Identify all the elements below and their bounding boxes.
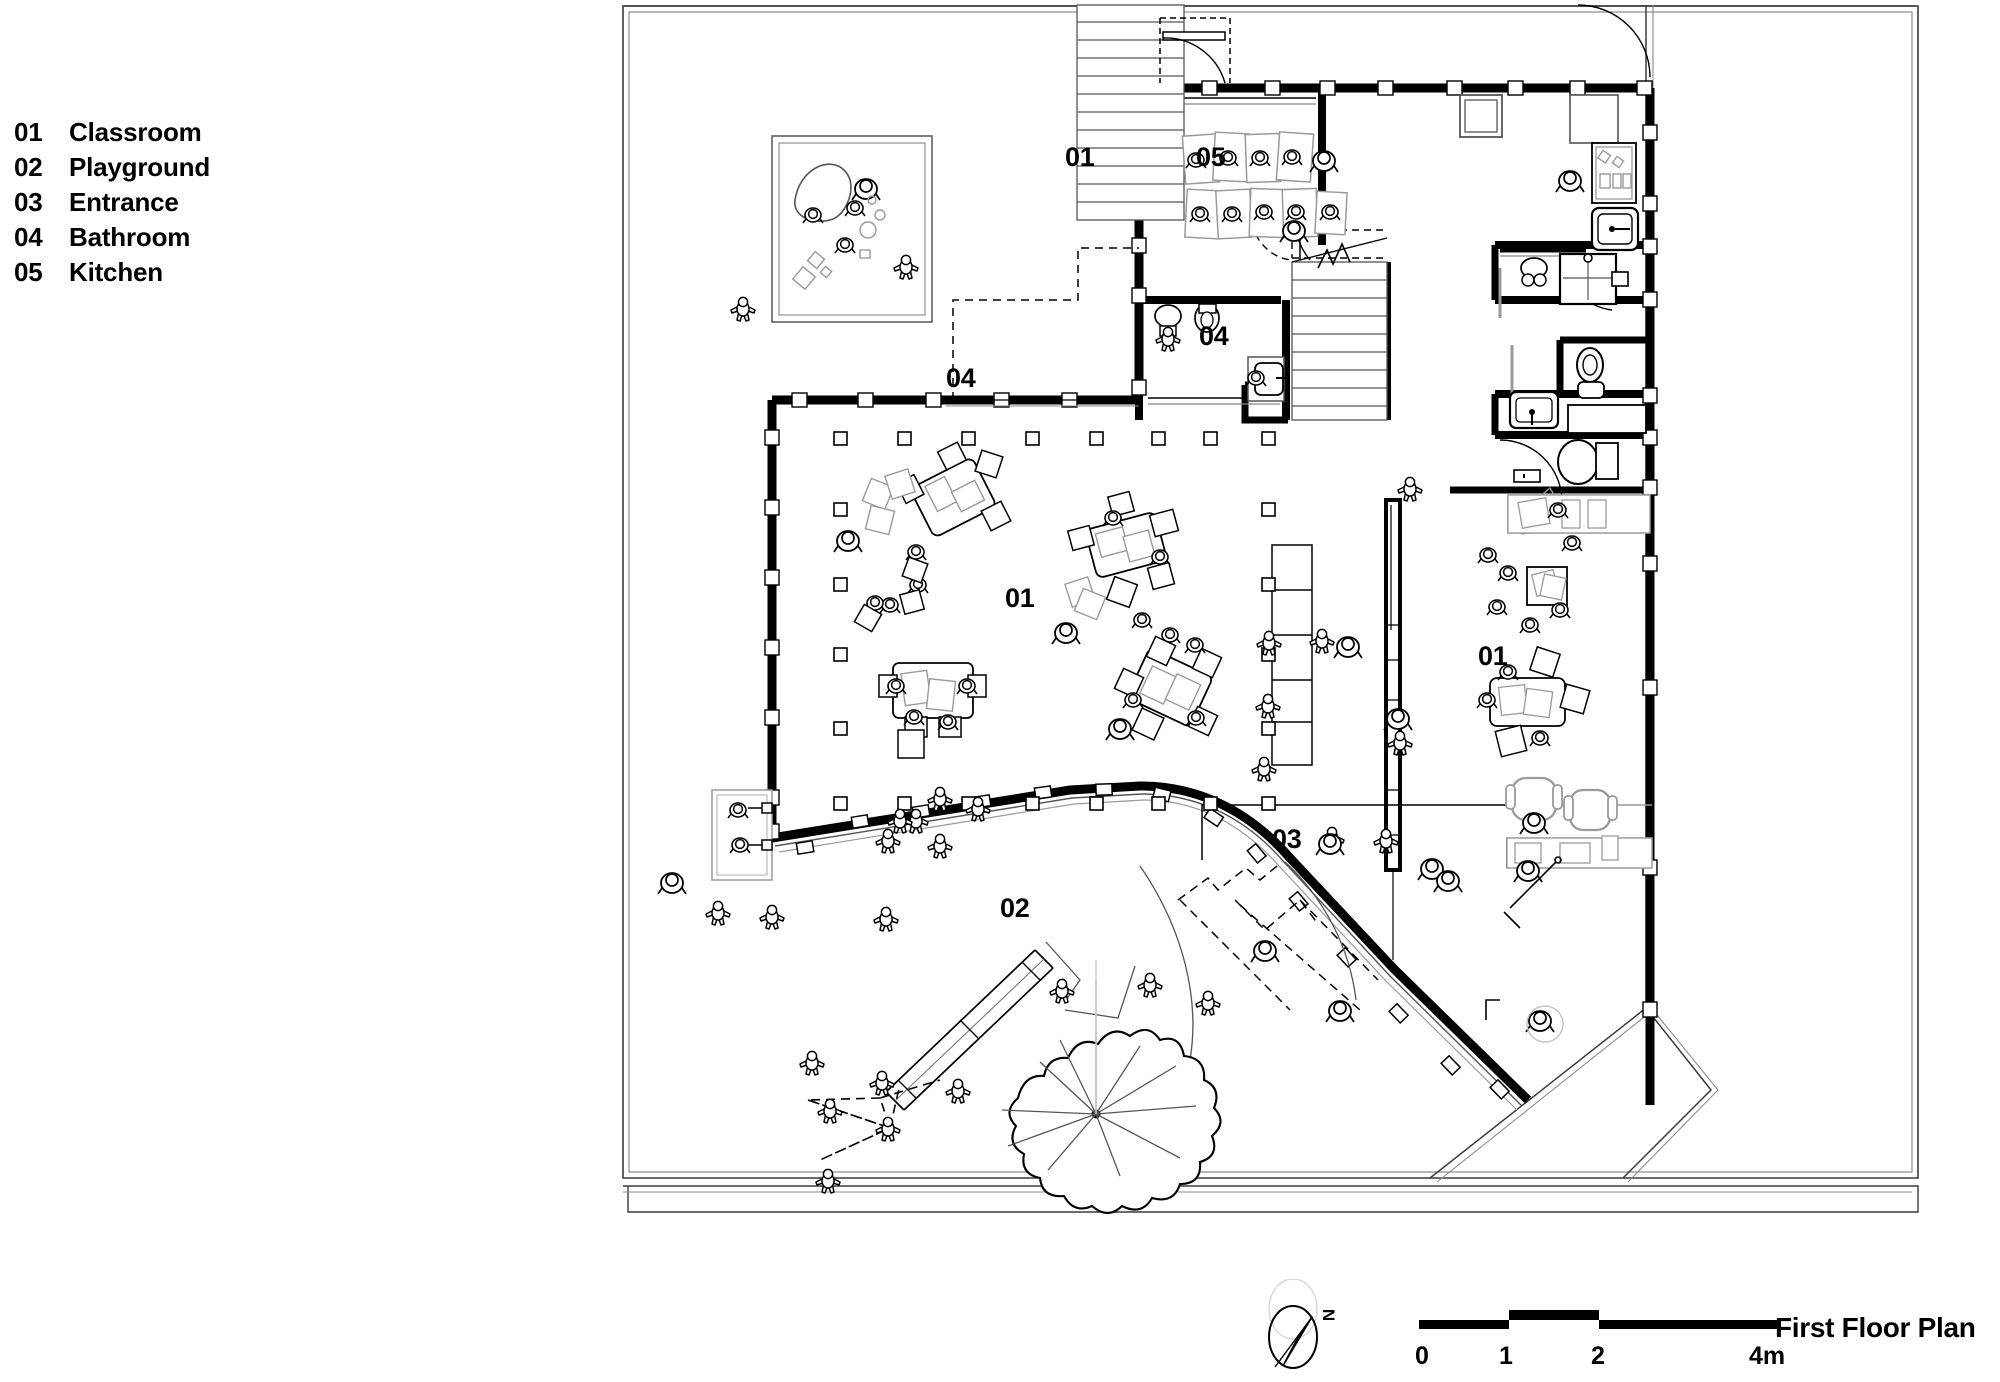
- scale-bar: 0 1 2 4m: [1415, 1304, 1875, 1374]
- room-label-01-main: 01: [1005, 583, 1035, 613]
- drawing-footer: N 0 1 2 4m First Floor Plan: [1255, 1279, 1995, 1378]
- room-label-04-left: 04: [946, 363, 976, 393]
- wall-mullions: [764, 80, 1658, 1018]
- scale-tick-1: 1: [1499, 1342, 1513, 1370]
- bathroom-upper-left-fixtures: [1154, 303, 1288, 402]
- room-label-03: 03: [1272, 824, 1302, 854]
- scale-tick-4m: 4m: [1749, 1342, 1786, 1370]
- legend-label: Classroom: [69, 117, 202, 147]
- legend-item: 02 Playground: [14, 152, 210, 182]
- roof-edge-dashed: [952, 247, 1139, 400]
- stair-north: [1076, 4, 1185, 221]
- kitchen-fixtures: [1459, 94, 1640, 252]
- play-enclosure: [730, 135, 933, 323]
- scale-tick-2: 2: [1591, 1342, 1605, 1370]
- legend-label: Bathroom: [69, 222, 191, 252]
- room-label-01-upper: 01: [1065, 142, 1095, 172]
- legend-code: 04: [14, 222, 43, 252]
- entrance-figures: [1139, 826, 1463, 1061]
- structural-column-grid: [833, 431, 1276, 811]
- playground-equipment: [799, 941, 1221, 1194]
- page-title: First Floor Plan: [1775, 1312, 1976, 1343]
- north-letter: N: [1319, 1309, 1338, 1321]
- legend-item: 03 Entrance: [14, 187, 210, 217]
- room-label-04-right: 04: [1199, 321, 1229, 351]
- svg-text:N: N: [1319, 1309, 1338, 1321]
- legend-code: 05: [14, 257, 43, 287]
- east-classroom-furniture: [1417, 494, 1653, 1043]
- legend-code: 03: [14, 187, 43, 217]
- legend-item: 04 Bathroom: [14, 222, 210, 252]
- legend-label: Kitchen: [69, 257, 163, 287]
- bathroom-right-fixtures: [1498, 247, 1647, 535]
- site-boundary: [622, 5, 1919, 1213]
- room-legend: 01 Classroom 02 Playground 03 Entrance 0…: [14, 117, 210, 292]
- room-number-labels: 01 05 04 04 01 01 03 02: [946, 142, 1508, 923]
- legend-code: 02: [14, 152, 43, 182]
- upper-classroom-play-mats: [1181, 131, 1348, 243]
- tree: [1001, 960, 1222, 1215]
- legend-label: Playground: [69, 152, 211, 182]
- north-arrow-icon: [1268, 1279, 1318, 1369]
- room-label-01-east: 01: [1478, 641, 1508, 671]
- room-label-05: 05: [1196, 142, 1226, 172]
- legend-item: 01 Classroom: [14, 117, 210, 147]
- legend-item: 05 Kitchen: [14, 257, 210, 287]
- legend-code: 01: [14, 117, 43, 147]
- room-label-02: 02: [1000, 893, 1029, 923]
- stair-center: [1246, 199, 1388, 421]
- main-classroom-furniture: [833, 441, 1423, 859]
- west-outdoor-enclosure: [711, 789, 773, 881]
- legend-label: Entrance: [69, 187, 179, 217]
- scale-tick-0: 0: [1415, 1342, 1429, 1370]
